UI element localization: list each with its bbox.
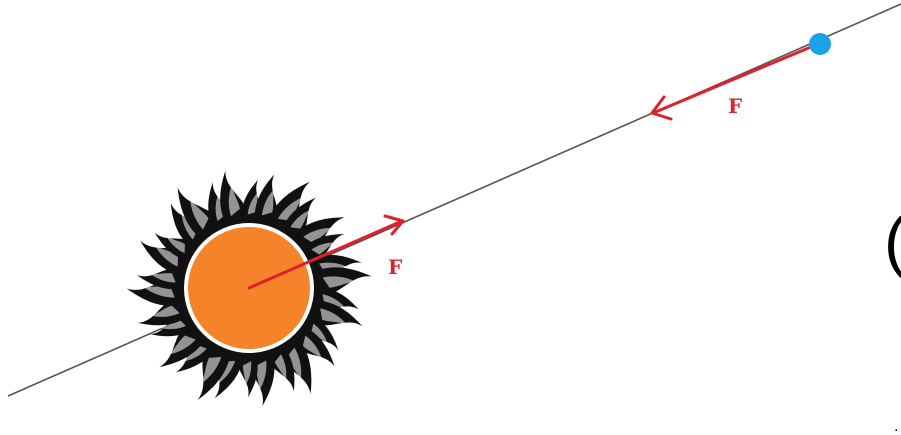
- line-of-centres: [8, 4, 901, 396]
- edge-bottom-mark: .: [894, 419, 898, 435]
- planet-dot: [809, 33, 831, 55]
- force-label-sun: F: [388, 255, 402, 279]
- edge-paren-glyph: (: [884, 208, 901, 274]
- force-label-planet: F: [728, 94, 742, 118]
